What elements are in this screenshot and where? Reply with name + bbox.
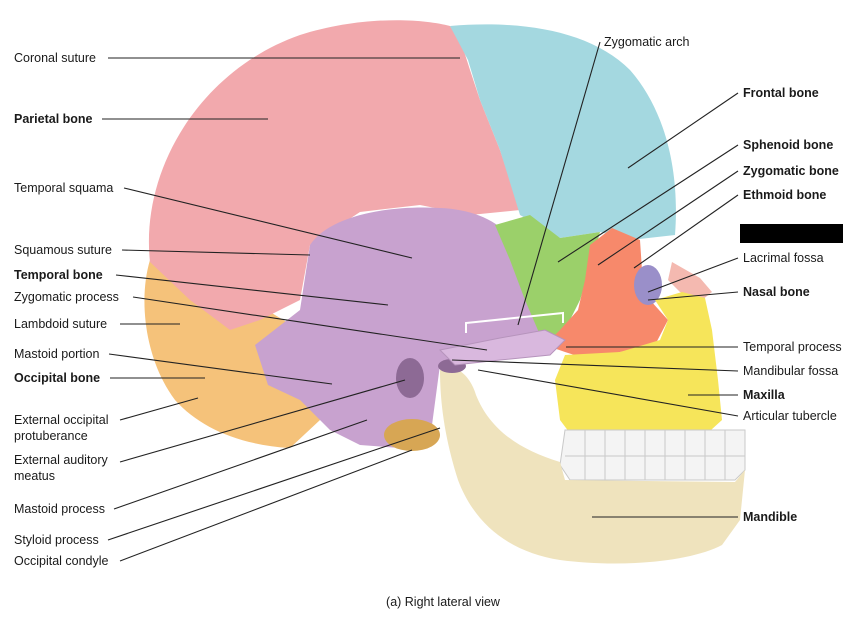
label-zygomatic-bone: Zygomatic bone (743, 164, 839, 178)
label-external-occipital-line2: protuberance (14, 429, 88, 443)
sphenoid-bone-region (495, 215, 600, 340)
zygomatic-arch-region (438, 329, 566, 366)
mandible-region (440, 367, 745, 564)
label-parietal-bone: Parietal bone (14, 112, 93, 126)
ethmoid-bone-region (634, 265, 662, 305)
leader-lines (102, 41, 739, 562)
label-nasal-bone: Nasal bone (743, 285, 810, 299)
label-external-auditory-line1: External auditory (14, 453, 109, 467)
tooth-lines (565, 430, 745, 480)
label-zygomatic-arch: Zygomatic arch (604, 35, 689, 49)
label-squamous-suture: Squamous suture (14, 243, 112, 257)
label-zygomatic-process: Zygomatic process (14, 290, 119, 304)
label-styloid-process: Styloid process (14, 533, 99, 547)
zygomatic-arch-bracket (465, 311, 564, 333)
zygomatic-bone-region (545, 228, 668, 360)
labels-right: Zygomatic arch Frontal bone Sphenoid bon… (604, 35, 843, 524)
label-articular-tubercle: Articular tubercle (743, 409, 837, 423)
label-ethmoid-bone: Ethmoid bone (743, 188, 826, 202)
parietal-bone-region (148, 20, 521, 331)
label-lacrimal-fossa: Lacrimal fossa (743, 251, 824, 265)
external-auditory-meatus-region (396, 358, 424, 398)
label-mandible: Mandible (743, 510, 797, 524)
label-occipital-bone: Occipital bone (14, 371, 100, 385)
label-temporal-bone: Temporal bone (14, 268, 103, 282)
label-coronal-suture: Coronal suture (14, 51, 96, 65)
label-external-auditory-line2: meatus (14, 469, 55, 483)
label-lambdoid-suture: Lambdoid suture (14, 317, 107, 331)
label-sphenoid-bone: Sphenoid bone (743, 138, 833, 152)
temporal-bone-region (255, 207, 560, 448)
label-external-occipital-line1: External occipital (14, 413, 109, 427)
labels-left: Coronal suture Parietal bone Temporal sq… (14, 51, 119, 568)
skull-illustration (144, 20, 746, 564)
label-mandibular-fossa: Mandibular fossa (743, 364, 838, 378)
nasal-bone-region (668, 262, 712, 300)
label-occipital-condyle: Occipital condyle (14, 554, 109, 568)
teeth-region (559, 429, 746, 481)
label-mastoid-portion: Mastoid portion (14, 347, 100, 361)
label-temporal-process: Temporal process (743, 340, 842, 354)
figure-caption: (a) Right lateral view (386, 595, 501, 609)
maxilla-region (555, 292, 722, 440)
frontal-bone-region (450, 24, 676, 241)
label-frontal-bone: Frontal bone (743, 86, 819, 100)
label-maxilla: Maxilla (743, 388, 786, 402)
label-mastoid-process: Mastoid process (14, 502, 105, 516)
redacted-label-box (740, 224, 843, 243)
label-temporal-squama: Temporal squama (14, 181, 113, 195)
occipital-condyle-region (384, 419, 440, 451)
